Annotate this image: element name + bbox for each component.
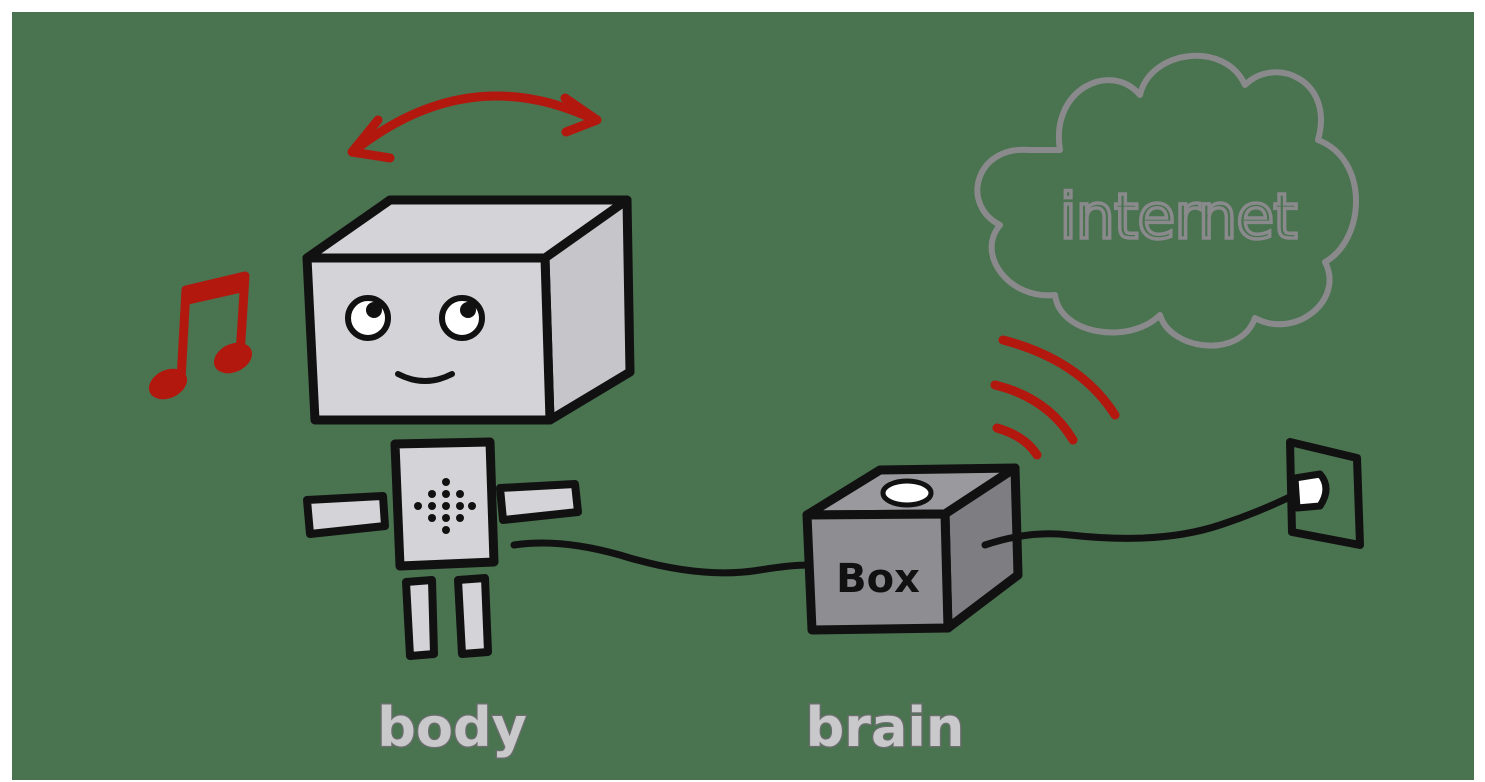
power-cable [981, 488, 1304, 549]
robot-right-arm [496, 480, 582, 524]
body-caption: body [377, 696, 527, 759]
box-button [880, 478, 934, 508]
box-label: Box [836, 556, 920, 602]
robot-face [345, 295, 485, 384]
wifi-signal-icon [990, 335, 1120, 460]
robot-left-leg [402, 576, 438, 660]
speaker-grille [414, 478, 476, 534]
robot-left-arm [303, 492, 389, 538]
power-plug-icon [1291, 470, 1330, 512]
cloud-label: internet [1059, 180, 1296, 253]
robot-head [302, 195, 635, 425]
power-outlet-icon [1286, 438, 1364, 549]
music-note-icon [148, 271, 253, 400]
cloud-icon [974, 52, 1359, 349]
robot-cable [510, 539, 814, 577]
brain-box [802, 463, 1023, 635]
robot-right-leg [454, 574, 492, 658]
brain-caption: brain [806, 696, 965, 759]
board-background [12, 12, 1474, 780]
robot-torso [390, 437, 499, 571]
rotation-arrow-icon [347, 91, 602, 163]
